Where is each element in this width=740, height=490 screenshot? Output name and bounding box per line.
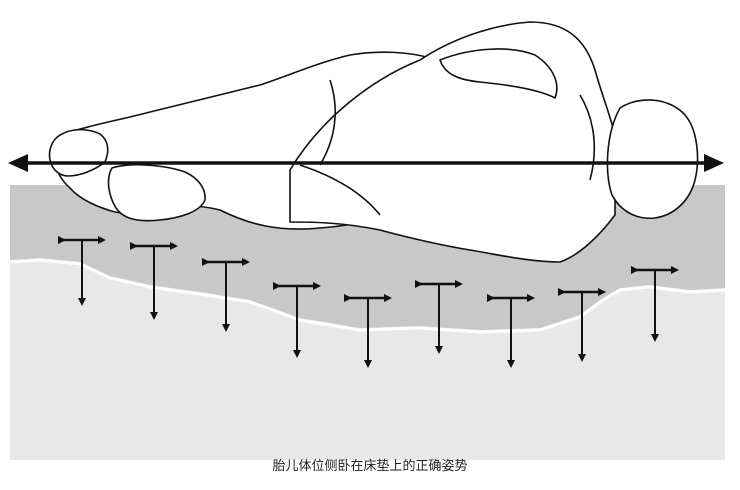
pressure-marker-icon: [130, 242, 178, 320]
knee-line: [319, 79, 336, 166]
pressure-marker-icon: [344, 294, 392, 368]
pressure-marker-icon: [487, 294, 535, 368]
pressure-marker-icon: [631, 266, 679, 342]
shoulder-line: [579, 94, 596, 181]
mattress-contour-line: [9, 258, 726, 334]
person-figure: [48, 21, 699, 263]
pressure-marker-icon: [415, 280, 463, 354]
spine-double-arrow-icon: [8, 154, 724, 172]
arm-outline: [439, 48, 558, 99]
figure-caption: 胎儿体位侧卧在床垫上的正确姿势: [272, 459, 468, 474]
pressure-marker-icon: [58, 236, 106, 306]
pressure-marker-icon: [558, 288, 606, 362]
head-outline: [606, 99, 699, 220]
hip-line: [299, 164, 381, 216]
lower-foot-outline: [107, 164, 206, 222]
pressure-marker-icon: [273, 282, 321, 358]
pressure-marker-icon: [202, 258, 250, 332]
pressure-markers: [58, 236, 679, 368]
mattress-posture-illustration: [8, 21, 726, 460]
